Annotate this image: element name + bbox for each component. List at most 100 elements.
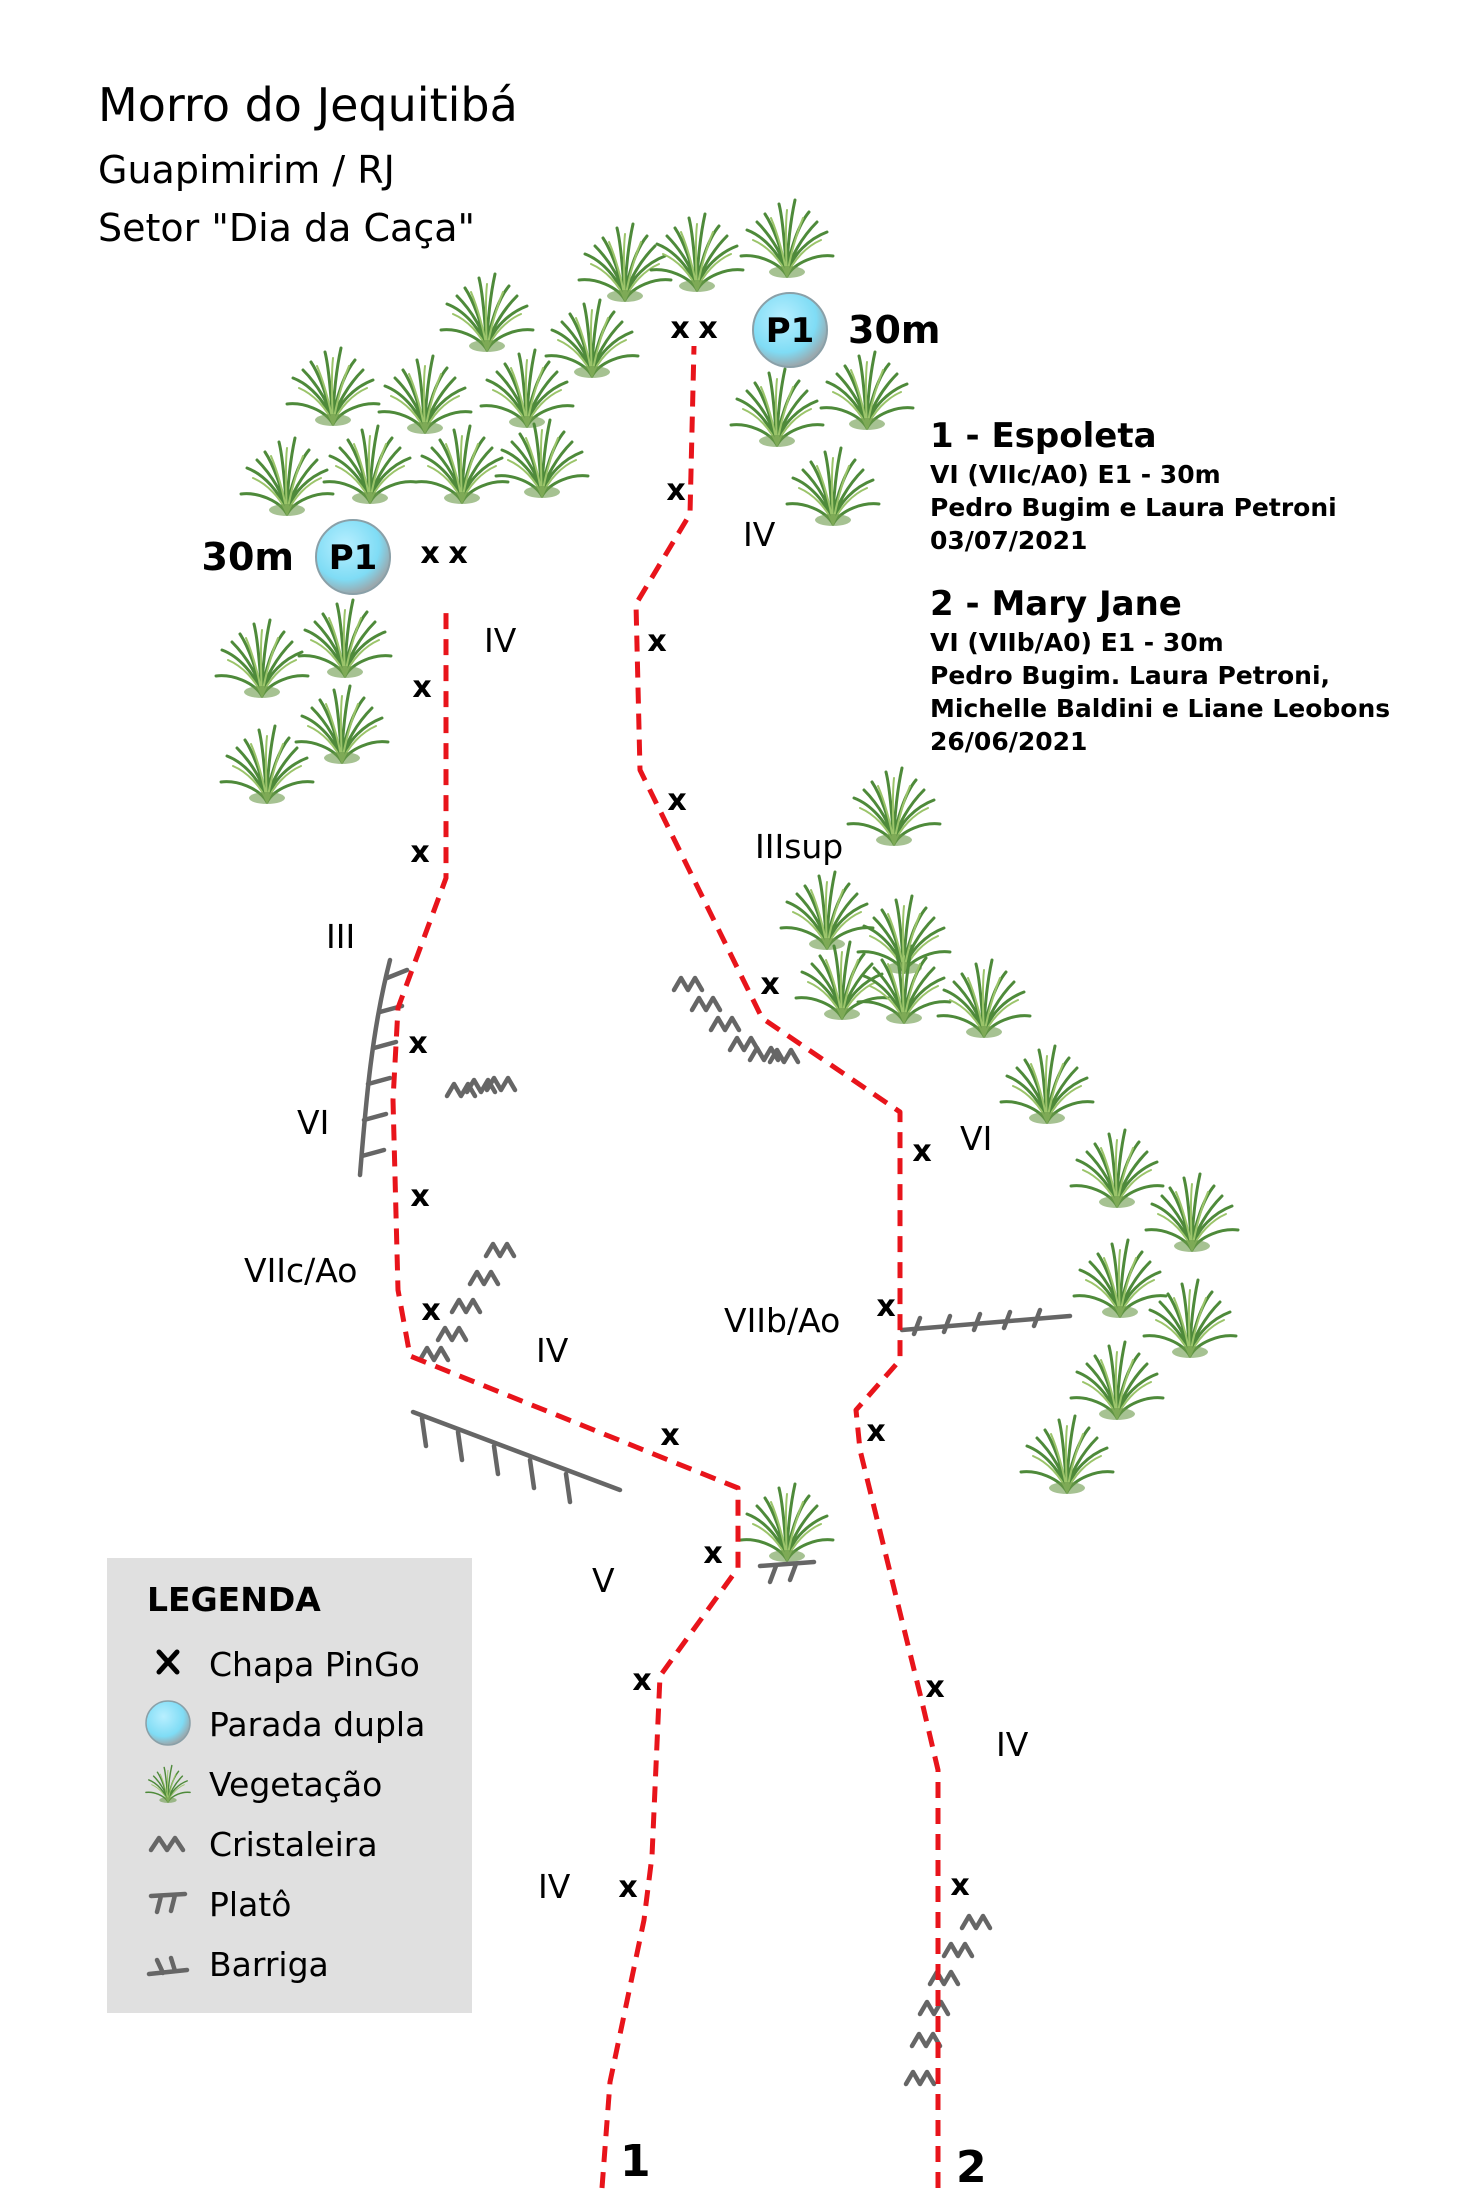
bolt-mark: x <box>667 783 686 818</box>
pitch-grade: IV <box>538 1867 571 1906</box>
vegetation-icon <box>214 618 310 700</box>
vegetation-icon <box>739 198 835 280</box>
route-date: 26/06/2021 <box>930 727 1088 756</box>
first-ascent: Pedro Bugim e Laura Petroni <box>930 493 1337 522</box>
page-title: Morro do Jequitibá <box>98 78 518 132</box>
vegetation-icon <box>239 436 335 518</box>
vegetation-icon <box>544 298 640 380</box>
vegetation-icon <box>819 350 915 432</box>
pitch-grade: VIIc/Ao <box>244 1251 358 1290</box>
vegetation-icon <box>936 958 1032 1040</box>
bolt-icon <box>156 1649 180 1675</box>
anchor-label: P1 <box>329 538 378 578</box>
legend-item-ledge: Platô <box>143 1878 463 1928</box>
legend-item-bulge: Barriga <box>143 1938 463 1988</box>
route-name: 1 - Espoleta <box>930 416 1157 456</box>
route-grade: VI (VIIb/A0) E1 - 30m <box>930 628 1224 657</box>
legend-title: LEGENDA <box>147 1580 321 1619</box>
route-2-grades: IV IIIsup VI VIIb/Ao IV <box>724 515 1029 1764</box>
legend-item-vegetation: Vegetação <box>143 1758 463 1808</box>
crystal-icon <box>930 1972 958 1984</box>
crystal-icon <box>711 1018 739 1030</box>
bolt-mark: x <box>647 624 666 659</box>
bulge-left <box>357 957 393 1178</box>
vegetation-icon <box>846 766 942 848</box>
bolt-mark: x <box>703 1536 722 1571</box>
bolt-mark: x <box>760 967 779 1002</box>
legend-label: Chapa PinGo <box>209 1645 420 1684</box>
anchor-label: P1 <box>766 311 815 351</box>
bolt-mark: x <box>698 311 717 346</box>
crystal-icon <box>420 1348 448 1360</box>
route-grade: VI (VIIc/A0) E1 - 30m <box>930 460 1221 489</box>
vegetation-icon <box>439 272 535 354</box>
first-ascent: Michelle Baldini e Liane Leobons <box>930 694 1391 723</box>
bolt-mark: x <box>666 473 685 508</box>
crystal-icon <box>486 1244 514 1256</box>
sector-subtitle: Setor "Dia da Caça" <box>98 206 475 250</box>
route-2-anchor: P1 30m <box>752 292 940 368</box>
crystal-icon <box>770 1050 798 1062</box>
vegetation-icon <box>999 1044 1095 1126</box>
bolt-mark: x <box>408 1026 427 1061</box>
bolt-mark: x <box>925 1670 944 1705</box>
crystal-group <box>420 978 990 2084</box>
crystal-icon <box>470 1272 498 1284</box>
legend-item-bolt: Chapa PinGo <box>143 1638 463 1688</box>
route-1-info: 1 - Espoleta VI (VIIc/A0) E1 - 30m Pedro… <box>930 414 1337 557</box>
bolt-mark: x <box>660 1418 679 1453</box>
crystal-icon <box>674 978 702 990</box>
crystal-icon <box>730 1038 758 1050</box>
bolt-mark: x <box>410 835 429 870</box>
anchor-height: 30m <box>202 535 294 579</box>
vegetation-icon <box>1069 1340 1165 1422</box>
route-2-number: 2 <box>956 2142 987 2193</box>
bolt-mark: x <box>950 1868 969 1903</box>
pitch-grade: IV <box>536 1331 569 1370</box>
pitch-grade: VI <box>960 1119 992 1158</box>
bolt-mark: x <box>420 536 439 571</box>
legend-label: Parada dupla <box>209 1705 426 1744</box>
pitch-grade: III <box>326 917 355 956</box>
crystal-icon <box>944 1944 972 1956</box>
route-date: 03/07/2021 <box>930 526 1088 555</box>
pitch-grade: V <box>592 1561 615 1600</box>
bolt-mark: x <box>448 536 467 571</box>
legend-label: Vegetação <box>209 1765 383 1804</box>
vegetation-icon <box>414 424 510 506</box>
pitch-grade: IIIsup <box>755 827 843 866</box>
vegetation-icon <box>1142 1278 1238 1360</box>
route-1-anchor: P1 30m <box>202 519 391 595</box>
ledge-small <box>757 1559 817 1585</box>
location-subtitle: Guapimirim / RJ <box>98 148 395 192</box>
vegetation-icon <box>285 346 381 428</box>
double-anchor-icon <box>752 292 828 368</box>
vegetation-icon <box>297 598 393 680</box>
bolt-mark: x <box>618 1870 637 1905</box>
route-2-line <box>633 345 941 2188</box>
route-2-info: 2 - Mary Jane VI (VIIb/A0) E1 - 30m Pedr… <box>930 582 1390 758</box>
pitch-grade: VI <box>297 1103 329 1142</box>
vegetation-icon <box>494 418 590 500</box>
legend-item-crystal: Cristaleira <box>143 1818 463 1868</box>
vegetation-icon <box>729 367 825 449</box>
vegetation-icon <box>377 354 473 436</box>
crystal-icon <box>920 2002 948 2014</box>
legend-item-anchor: Parada dupla <box>143 1698 463 1748</box>
bolt-mark: x <box>866 1414 885 1449</box>
bulge-icon <box>146 1955 190 1977</box>
bolt-mark: x <box>632 1663 651 1698</box>
crystal-icon <box>438 1328 466 1340</box>
ledge-group <box>410 1307 1073 1585</box>
route-1-bolts: x x x x x x x x x x x <box>408 536 722 1905</box>
legend-label: Platô <box>209 1885 292 1924</box>
route-name: 2 - Mary Jane <box>930 584 1182 624</box>
vegetation-icon <box>739 1482 835 1564</box>
crystal-icon <box>906 2072 934 2084</box>
anchor-height: 30m <box>848 308 940 352</box>
pitch-grade: IV <box>484 621 517 660</box>
crystal-icon <box>962 1916 990 1928</box>
vegetation-icon <box>779 870 875 952</box>
crystal-icon <box>148 1835 186 1853</box>
vegetation-icon <box>1072 1238 1168 1320</box>
